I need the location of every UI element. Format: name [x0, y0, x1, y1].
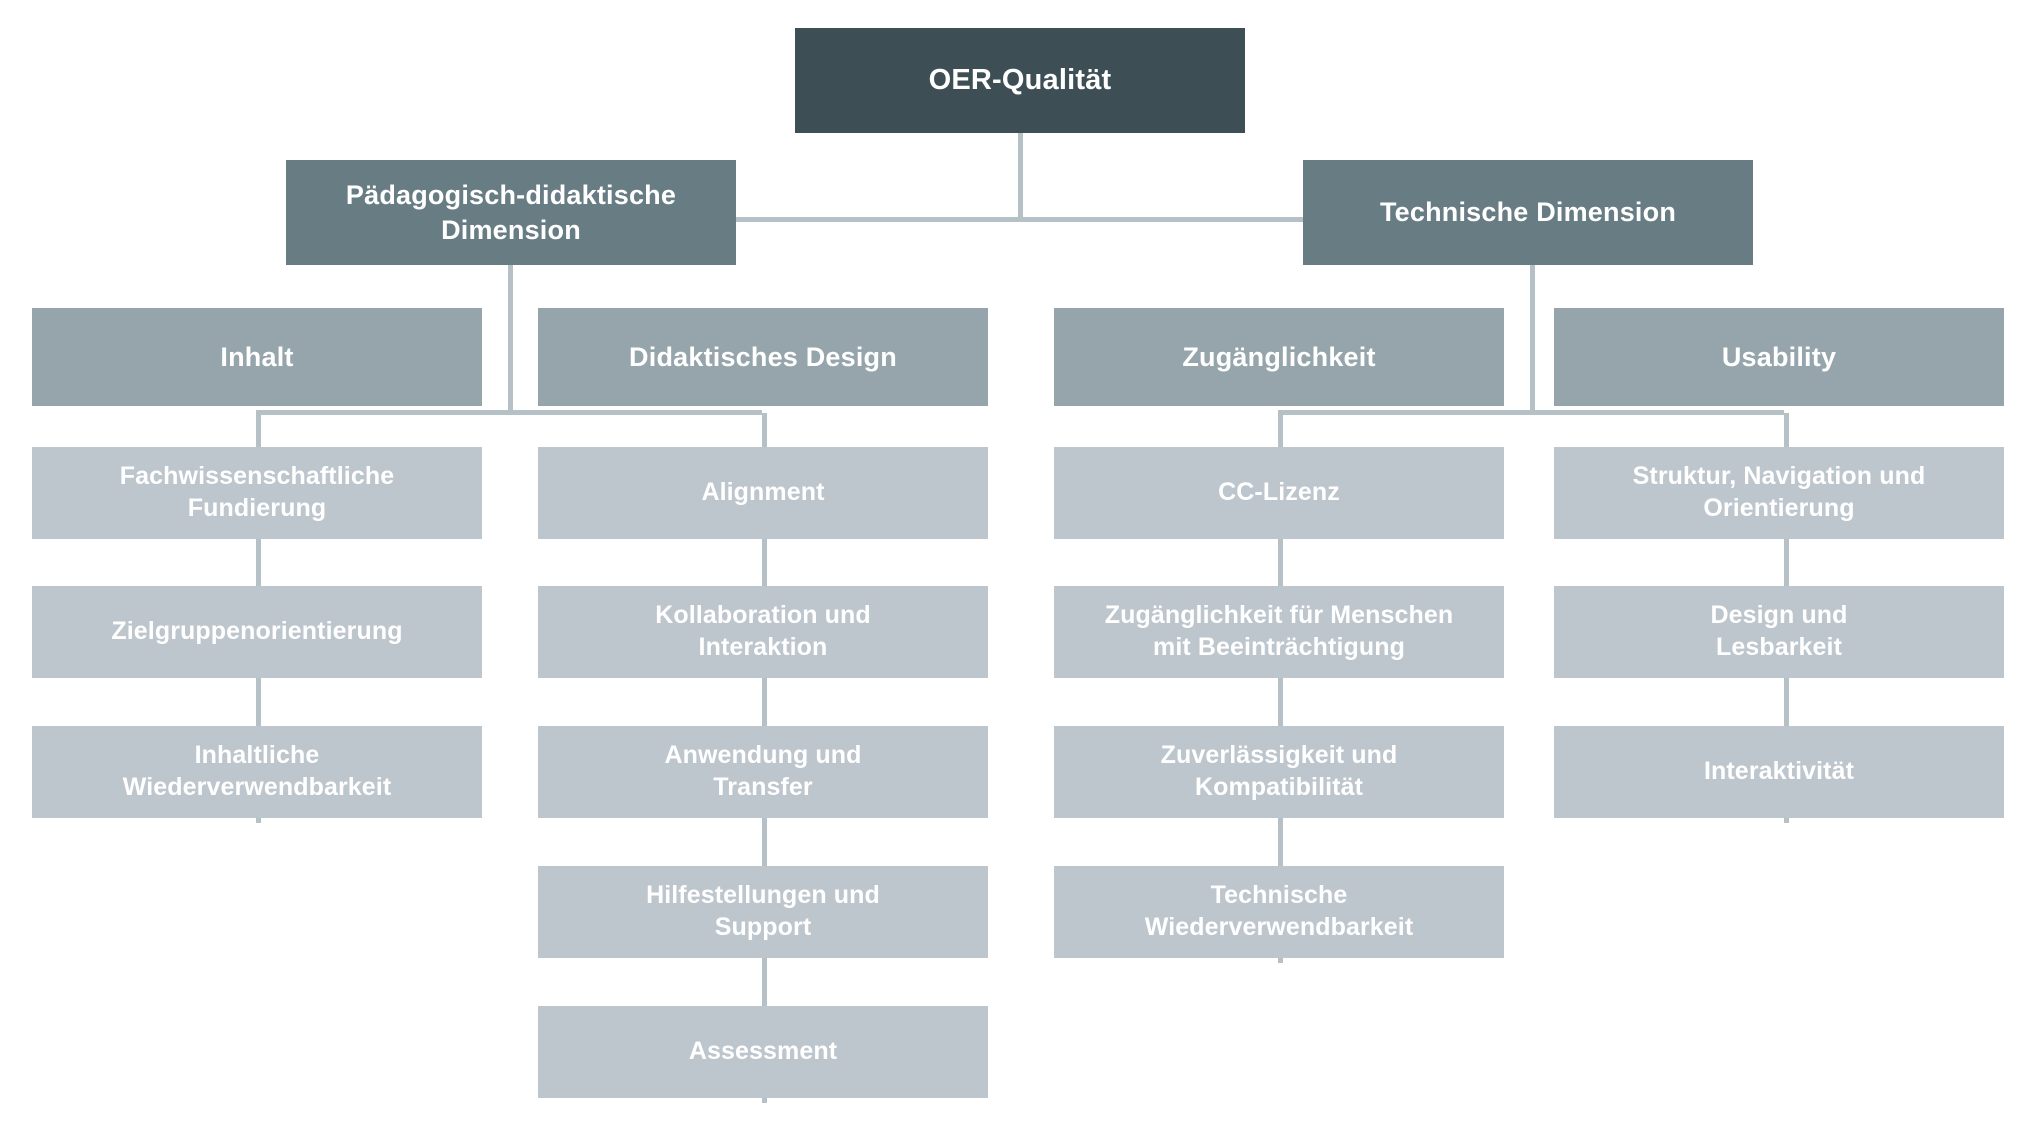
connector-right-category-bar: [1278, 410, 1784, 415]
connector-column-3-spine: [1278, 413, 1283, 963]
node-leaf-design-und-lesbarkeit[interactable]: Design und Lesbarkeit: [1554, 586, 2004, 678]
node-leaf-cc-lizenz[interactable]: CC-Lizenz: [1054, 447, 1504, 539]
connector-root-stem: [1018, 133, 1023, 219]
node-category-zugaenglichkeit[interactable]: Zugänglichkeit: [1054, 308, 1504, 406]
connector-left-dimension-drop: [508, 265, 513, 415]
node-label: OER-Qualität: [928, 64, 1112, 97]
connector-right-dimension-drop: [1530, 265, 1535, 415]
node-label: Zuverlässigkeit und Kompatibilität: [1160, 741, 1398, 801]
node-label: CC-Lizenz: [1218, 478, 1340, 507]
node-label: Struktur, Navigation und Orientierung: [1632, 462, 1926, 522]
node-label: Design und Lesbarkeit: [1710, 601, 1848, 661]
node-label: Usability: [1721, 341, 1837, 372]
node-label: Didaktisches Design: [629, 341, 897, 372]
node-dimension-technische[interactable]: Technische Dimension: [1303, 160, 1753, 265]
node-leaf-assessment[interactable]: Assessment: [538, 1006, 988, 1098]
node-leaf-interaktivitaet[interactable]: Interaktivität: [1554, 726, 2004, 818]
node-leaf-kollaboration-und-interaktion[interactable]: Kollaboration und Interaktion: [538, 586, 988, 678]
node-label: Zielgruppenorientierung: [111, 617, 403, 646]
node-label: Fachwissenschaftliche Fundierung: [119, 462, 395, 522]
node-leaf-zuverlaessigkeit-und-kompatibilitaet[interactable]: Zuverlässigkeit und Kompatibilität: [1054, 726, 1504, 818]
node-leaf-alignment[interactable]: Alignment: [538, 447, 988, 539]
node-category-usability[interactable]: Usability: [1554, 308, 2004, 406]
node-label: Assessment: [688, 1037, 838, 1066]
node-root-oer-qualitaet[interactable]: OER-Qualität: [795, 28, 1245, 133]
node-leaf-hilfestellungen-und-support[interactable]: Hilfestellungen und Support: [538, 866, 988, 958]
node-label: Interaktivität: [1703, 757, 1855, 786]
node-leaf-inhaltliche-wiederverwendbarkeit[interactable]: Inhaltliche Wiederverwendbarkeit: [32, 726, 482, 818]
node-label: Pädagogisch-didaktische Dimension: [345, 180, 677, 245]
connector-left-category-bar: [256, 410, 762, 415]
node-leaf-fachwissenschaftliche-fundierung[interactable]: Fachwissenschaftliche Fundierung: [32, 447, 482, 539]
connector-right-dimension-stem: [1300, 217, 1305, 222]
node-leaf-technische-wiederverwendbarkeit[interactable]: Technische Wiederverwendbarkeit: [1054, 866, 1504, 958]
node-label: Inhaltliche Wiederverwendbarkeit: [122, 741, 392, 801]
connector-dimension-bar: [735, 217, 1303, 222]
node-label: Hilfestellungen und Support: [646, 881, 880, 941]
node-label: Technische Wiederverwendbarkeit: [1144, 881, 1414, 941]
node-label: Alignment: [701, 478, 825, 507]
node-category-didaktisches-design[interactable]: Didaktisches Design: [538, 308, 988, 406]
node-label: Anwendung und Transfer: [664, 741, 862, 801]
node-leaf-zielgruppenorientierung[interactable]: Zielgruppenorientierung: [32, 586, 482, 678]
node-leaf-anwendung-und-transfer[interactable]: Anwendung und Transfer: [538, 726, 988, 818]
node-label: Zugänglichkeit: [1182, 341, 1376, 372]
node-category-inhalt[interactable]: Inhalt: [32, 308, 482, 406]
node-label: Inhalt: [220, 341, 294, 372]
node-label: Technische Dimension: [1379, 197, 1677, 228]
node-label: Zugänglichkeit für Menschen mit Beeinträ…: [1104, 601, 1454, 661]
node-leaf-zugaenglichkeit-fuer-menschen-mit-beeintraechtigung[interactable]: Zugänglichkeit für Menschen mit Beeinträ…: [1054, 586, 1504, 678]
node-dimension-paedagogisch-didaktisch[interactable]: Pädagogisch-didaktische Dimension: [286, 160, 736, 265]
node-label: Kollaboration und Interaktion: [655, 601, 871, 661]
node-leaf-struktur-navigation-und-orientierung[interactable]: Struktur, Navigation und Orientierung: [1554, 447, 2004, 539]
